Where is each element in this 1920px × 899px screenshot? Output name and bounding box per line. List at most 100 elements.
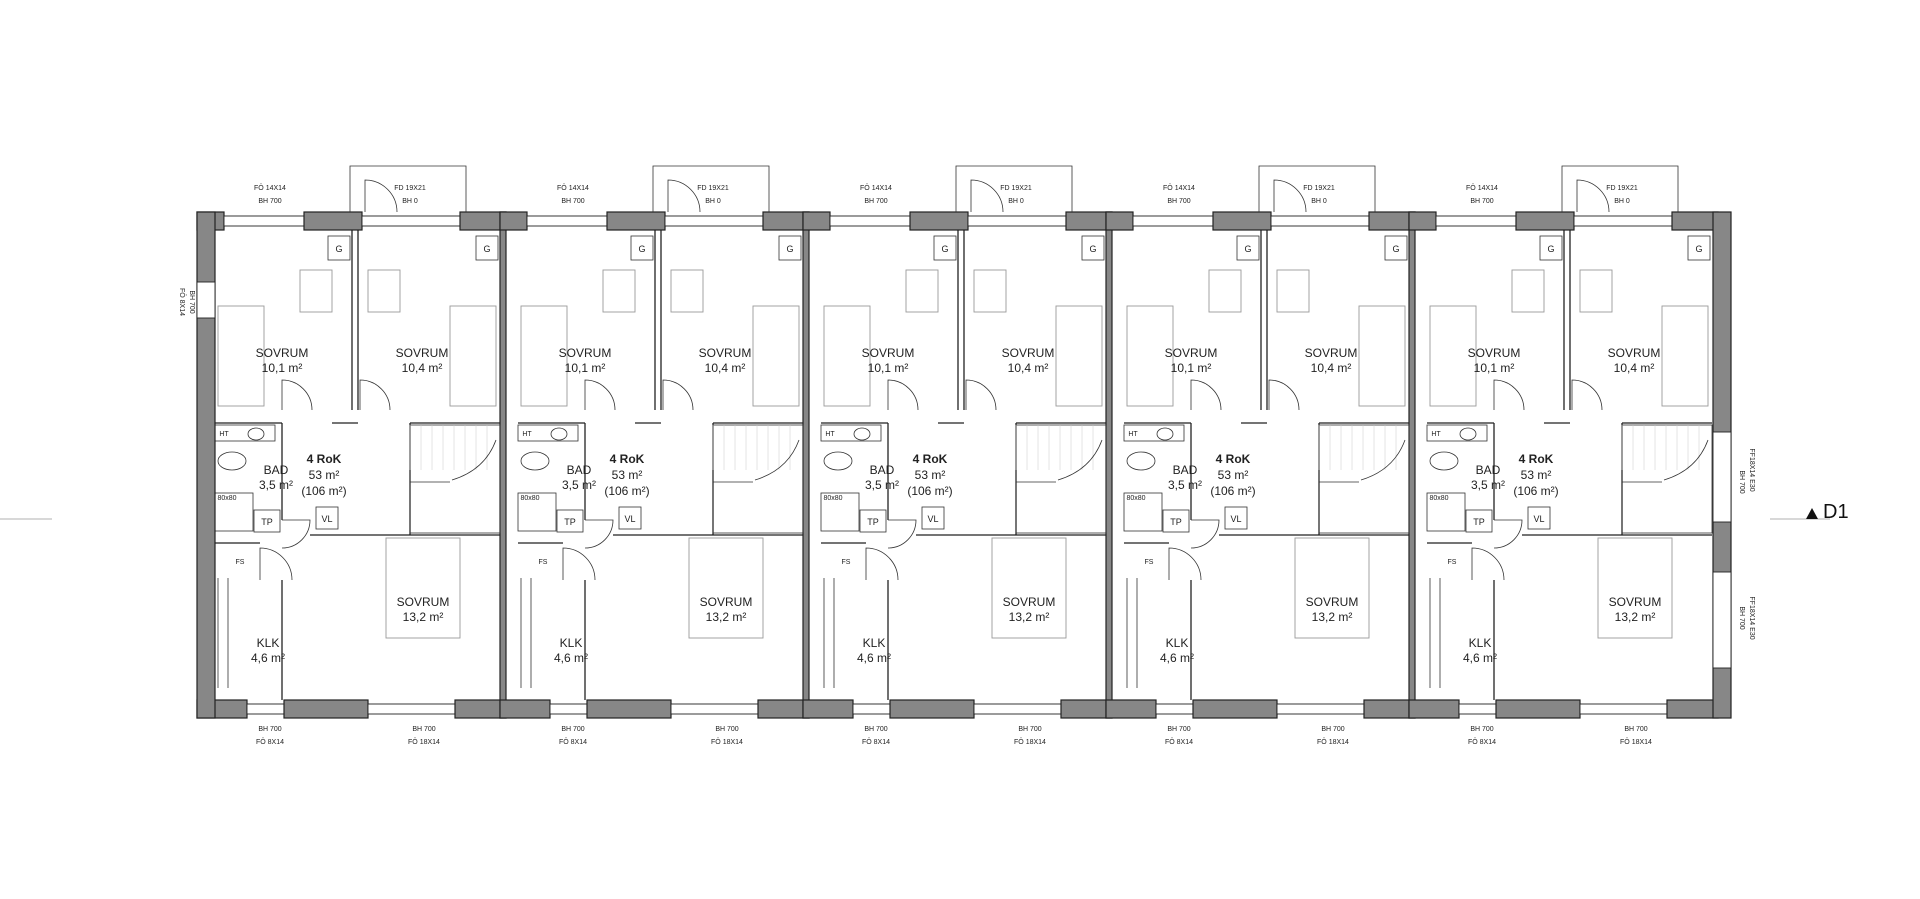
bedroom-main-name: SOVRUM <box>1306 595 1359 609</box>
apartment-area: 53 m² <box>612 468 643 482</box>
top-wall <box>499 211 528 231</box>
bath-area: 3,5 m² <box>259 478 293 492</box>
door-swing <box>584 379 616 411</box>
door-swing <box>887 379 919 411</box>
bottom-window-right <box>670 703 759 715</box>
balcony-door-sill: BH 0 <box>1008 198 1024 205</box>
top-wall <box>1065 211 1113 231</box>
balcony-door-opening <box>1573 215 1673 227</box>
top-window-size: FÖ 14X14 <box>1466 184 1498 192</box>
bottom-window-left-sill: BH 700 <box>561 726 584 733</box>
east-window-a <box>1712 431 1732 523</box>
bottom-window-right-size: FÖ 18X14 <box>1014 738 1046 746</box>
closet-name: KLK <box>1469 636 1492 650</box>
balcony-outline <box>349 165 467 212</box>
bottom-wall <box>802 699 854 719</box>
stair-turn <box>451 439 497 481</box>
wardrobe-left <box>1539 235 1563 261</box>
bottom-window-right-size: FÖ 18X14 <box>1317 738 1349 746</box>
bottom-window-left-size: FÖ 8X14 <box>1165 738 1193 746</box>
toilet <box>217 451 247 471</box>
bedroom-main-name: SOVRUM <box>1003 595 1056 609</box>
bedroom-left-name: SOVRUM <box>1468 346 1521 360</box>
stair-turn <box>1057 439 1103 481</box>
door-swing <box>259 547 293 581</box>
bedroom-main-area: 13,2 m² <box>706 610 747 624</box>
bath-area: 3,5 m² <box>865 478 899 492</box>
dryer <box>253 509 281 533</box>
top-wall <box>1212 211 1272 231</box>
wardrobe-right <box>1687 235 1711 261</box>
bed <box>520 305 568 407</box>
east-window-a-size: FF18X14 E30 <box>1748 448 1755 491</box>
top-wall <box>606 211 666 231</box>
staircase <box>712 424 804 534</box>
desk <box>299 269 333 313</box>
balcony-outline <box>955 165 1073 212</box>
double-bed <box>991 537 1067 639</box>
toilet <box>823 451 853 471</box>
wardrobe-left-label: G <box>638 244 645 254</box>
apartment-area: 53 m² <box>1218 468 1249 482</box>
sink <box>1156 427 1174 441</box>
bottom-window-right-size: FÖ 18X14 <box>1620 738 1652 746</box>
top-wall <box>1105 211 1134 231</box>
bath-name: BAD <box>264 463 289 477</box>
washer-area <box>1123 424 1185 442</box>
bedroom-right-name: SOVRUM <box>1305 346 1358 360</box>
bedroom-main-name: SOVRUM <box>397 595 450 609</box>
party-wall <box>499 211 507 719</box>
bottom-window-right-size: FÖ 18X14 <box>711 738 743 746</box>
door-swing <box>281 379 313 411</box>
bedroom-left-name: SOVRUM <box>1165 346 1218 360</box>
bath-area: 3,5 m² <box>1168 478 1202 492</box>
top-wall <box>1408 211 1437 231</box>
staircase <box>1015 424 1107 534</box>
balcony-door-swing <box>667 179 701 213</box>
washer-area <box>1426 424 1488 442</box>
stair-turn <box>1663 439 1709 481</box>
door-swing <box>1168 547 1202 581</box>
shower-label: 80x80 <box>217 495 236 502</box>
west-window-size: FÖ 8X14 <box>178 288 186 316</box>
storage-label: VL <box>321 514 332 524</box>
door-swing <box>1268 379 1300 411</box>
wardrobe-left-label: G <box>335 244 342 254</box>
east-window-a-sill: BH 700 <box>1738 470 1745 493</box>
wardrobe-left <box>1236 235 1260 261</box>
bottom-wall <box>283 699 369 719</box>
bedroom-left-name: SOVRUM <box>256 346 309 360</box>
shower <box>820 492 860 532</box>
door-swing <box>584 519 614 549</box>
bedroom-right-name: SOVRUM <box>1002 346 1055 360</box>
bottom-wall <box>454 699 507 719</box>
wardrobe-right-label: G <box>1392 244 1399 254</box>
top-wall <box>1671 211 1719 231</box>
bedroom-right-area: 10,4 m² <box>402 361 443 375</box>
closet-area: 4,6 m² <box>1463 651 1497 665</box>
east-window-b <box>1712 571 1732 669</box>
apartment-area: 53 m² <box>309 468 340 482</box>
storage-box <box>1527 506 1551 530</box>
bedroom-right-area: 10,4 m² <box>1614 361 1655 375</box>
bedroom-main-name: SOVRUM <box>1609 595 1662 609</box>
bed <box>752 305 800 407</box>
wardrobe-right <box>778 235 802 261</box>
washer-label: HT <box>219 431 229 438</box>
washer-label: HT <box>1431 431 1441 438</box>
bottom-wall <box>1363 699 1416 719</box>
double-bed <box>1597 537 1673 639</box>
top-wall <box>303 211 363 231</box>
door-swing <box>887 519 917 549</box>
double-bed <box>385 537 461 639</box>
apartment-type: 4 RoK <box>913 452 948 466</box>
shower-label: 80x80 <box>520 495 539 502</box>
apartment-area: 53 m² <box>915 468 946 482</box>
balcony-outline <box>1258 165 1376 212</box>
top-window-sill: BH 700 <box>1167 198 1190 205</box>
door-swing <box>1493 379 1525 411</box>
bottom-window-left-size: FÖ 8X14 <box>559 738 587 746</box>
door-swing <box>281 519 311 549</box>
